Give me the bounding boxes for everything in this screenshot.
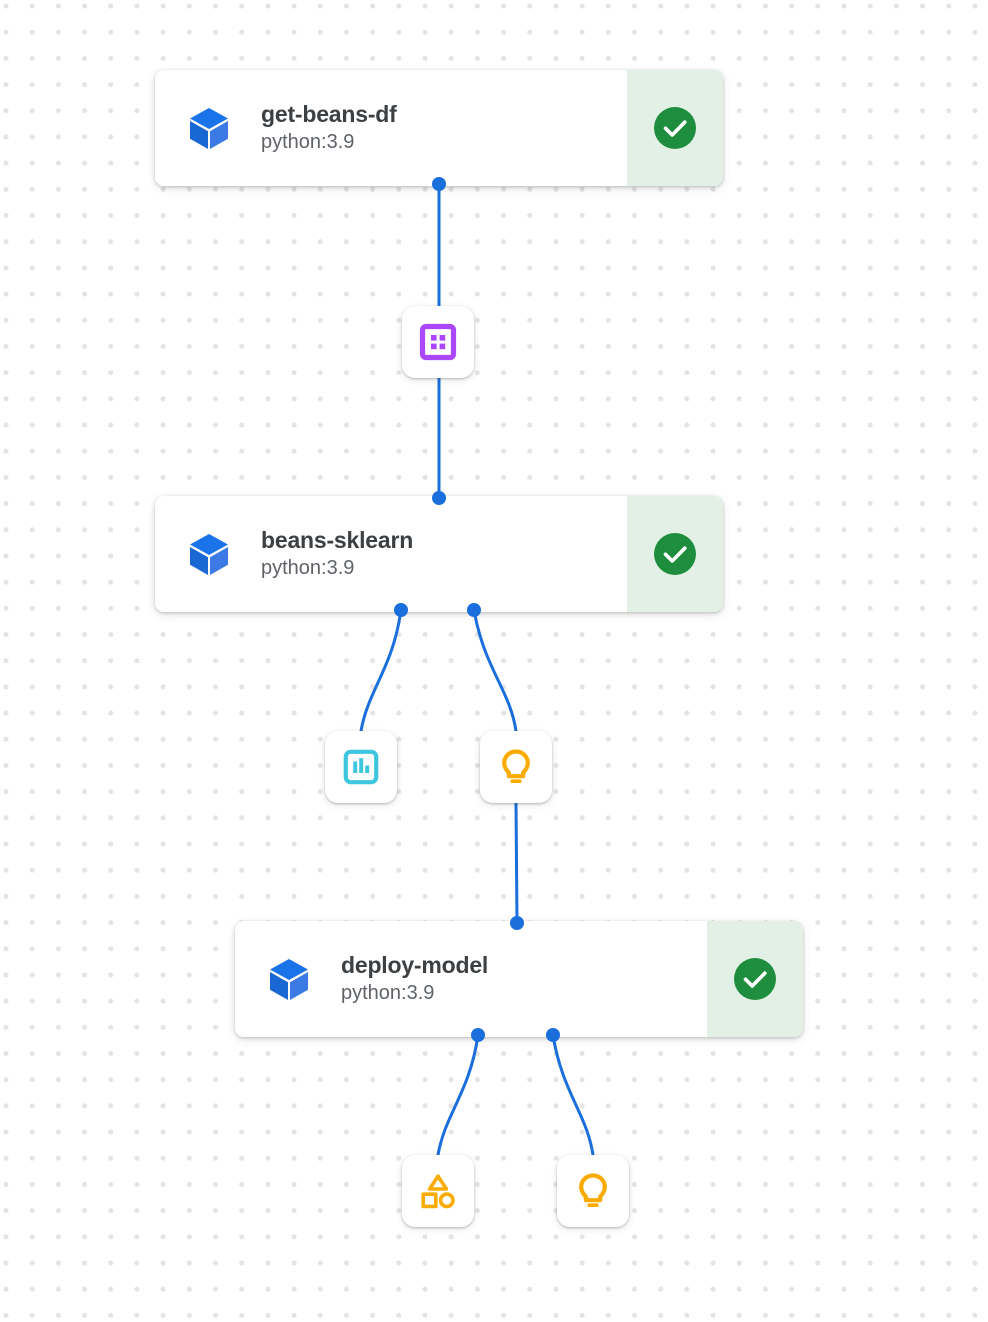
artifact-node-dataset[interactable]: [402, 306, 474, 378]
status-badge-succeeded[interactable]: [707, 921, 803, 1037]
port-deploy-model-out-right[interactable]: [546, 1028, 560, 1042]
check-circle-icon: [654, 533, 696, 575]
node-text: beans-sklearn python:3.9: [261, 526, 413, 582]
artifact-node-metrics[interactable]: [402, 1155, 474, 1227]
cube-icon: [183, 528, 235, 580]
node-body: get-beans-df python:3.9: [155, 70, 627, 186]
port-deploy-model-out-left[interactable]: [471, 1028, 485, 1042]
status-badge-succeeded[interactable]: [627, 496, 723, 612]
edge-beans-sklearn-to-metrics: [359, 608, 403, 733]
node-title: deploy-model: [341, 951, 489, 978]
node-subtitle: python:3.9: [261, 131, 355, 154]
edge-model-to-deploy-model: [514, 801, 519, 925]
port-get-beans-df-out[interactable]: [432, 177, 446, 191]
check-circle-icon: [654, 107, 696, 149]
port-beans-sklearn-out-left[interactable]: [394, 603, 408, 617]
cube-icon: [183, 102, 235, 154]
node-title: get-beans-df: [261, 100, 397, 127]
node-title: beans-sklearn: [261, 526, 414, 553]
port-beans-sklearn-in[interactable]: [432, 491, 446, 505]
node-text: get-beans-df python:3.9: [261, 100, 397, 156]
node-body: deploy-model python:3.9: [235, 921, 707, 1037]
shapes-icon: [421, 1174, 455, 1209]
status-badge-succeeded[interactable]: [627, 70, 723, 186]
artifact-node-classification-metrics[interactable]: [325, 731, 397, 803]
cube-icon: [263, 953, 315, 1005]
node-body: beans-sklearn python:3.9: [155, 496, 627, 612]
pipeline-node-beans-sklearn[interactable]: beans-sklearn python:3.9: [155, 496, 723, 612]
port-deploy-model-in[interactable]: [510, 916, 524, 930]
bar-chart-icon: [343, 749, 379, 785]
edge-beans-sklearn-to-model: [472, 608, 518, 733]
lightbulb-icon: [502, 749, 530, 783]
node-subtitle: python:3.9: [261, 557, 355, 580]
node-subtitle: python:3.9: [341, 982, 435, 1005]
artifact-node-endpoint[interactable]: [557, 1155, 629, 1227]
check-circle-icon: [734, 958, 776, 1000]
port-beans-sklearn-out-right[interactable]: [467, 603, 481, 617]
pipeline-node-get-beans-df[interactable]: get-beans-df python:3.9: [155, 70, 723, 186]
edge-deploy-model-to-endpoint: [551, 1033, 595, 1157]
dataset-grid-icon: [419, 323, 457, 361]
pipeline-node-deploy-model[interactable]: deploy-model python:3.9: [235, 921, 803, 1037]
edge-deploy-model-to-shapes: [436, 1033, 480, 1157]
artifact-node-model[interactable]: [480, 731, 552, 803]
lightbulb-icon: [579, 1173, 607, 1207]
node-text: deploy-model python:3.9: [341, 951, 488, 1007]
